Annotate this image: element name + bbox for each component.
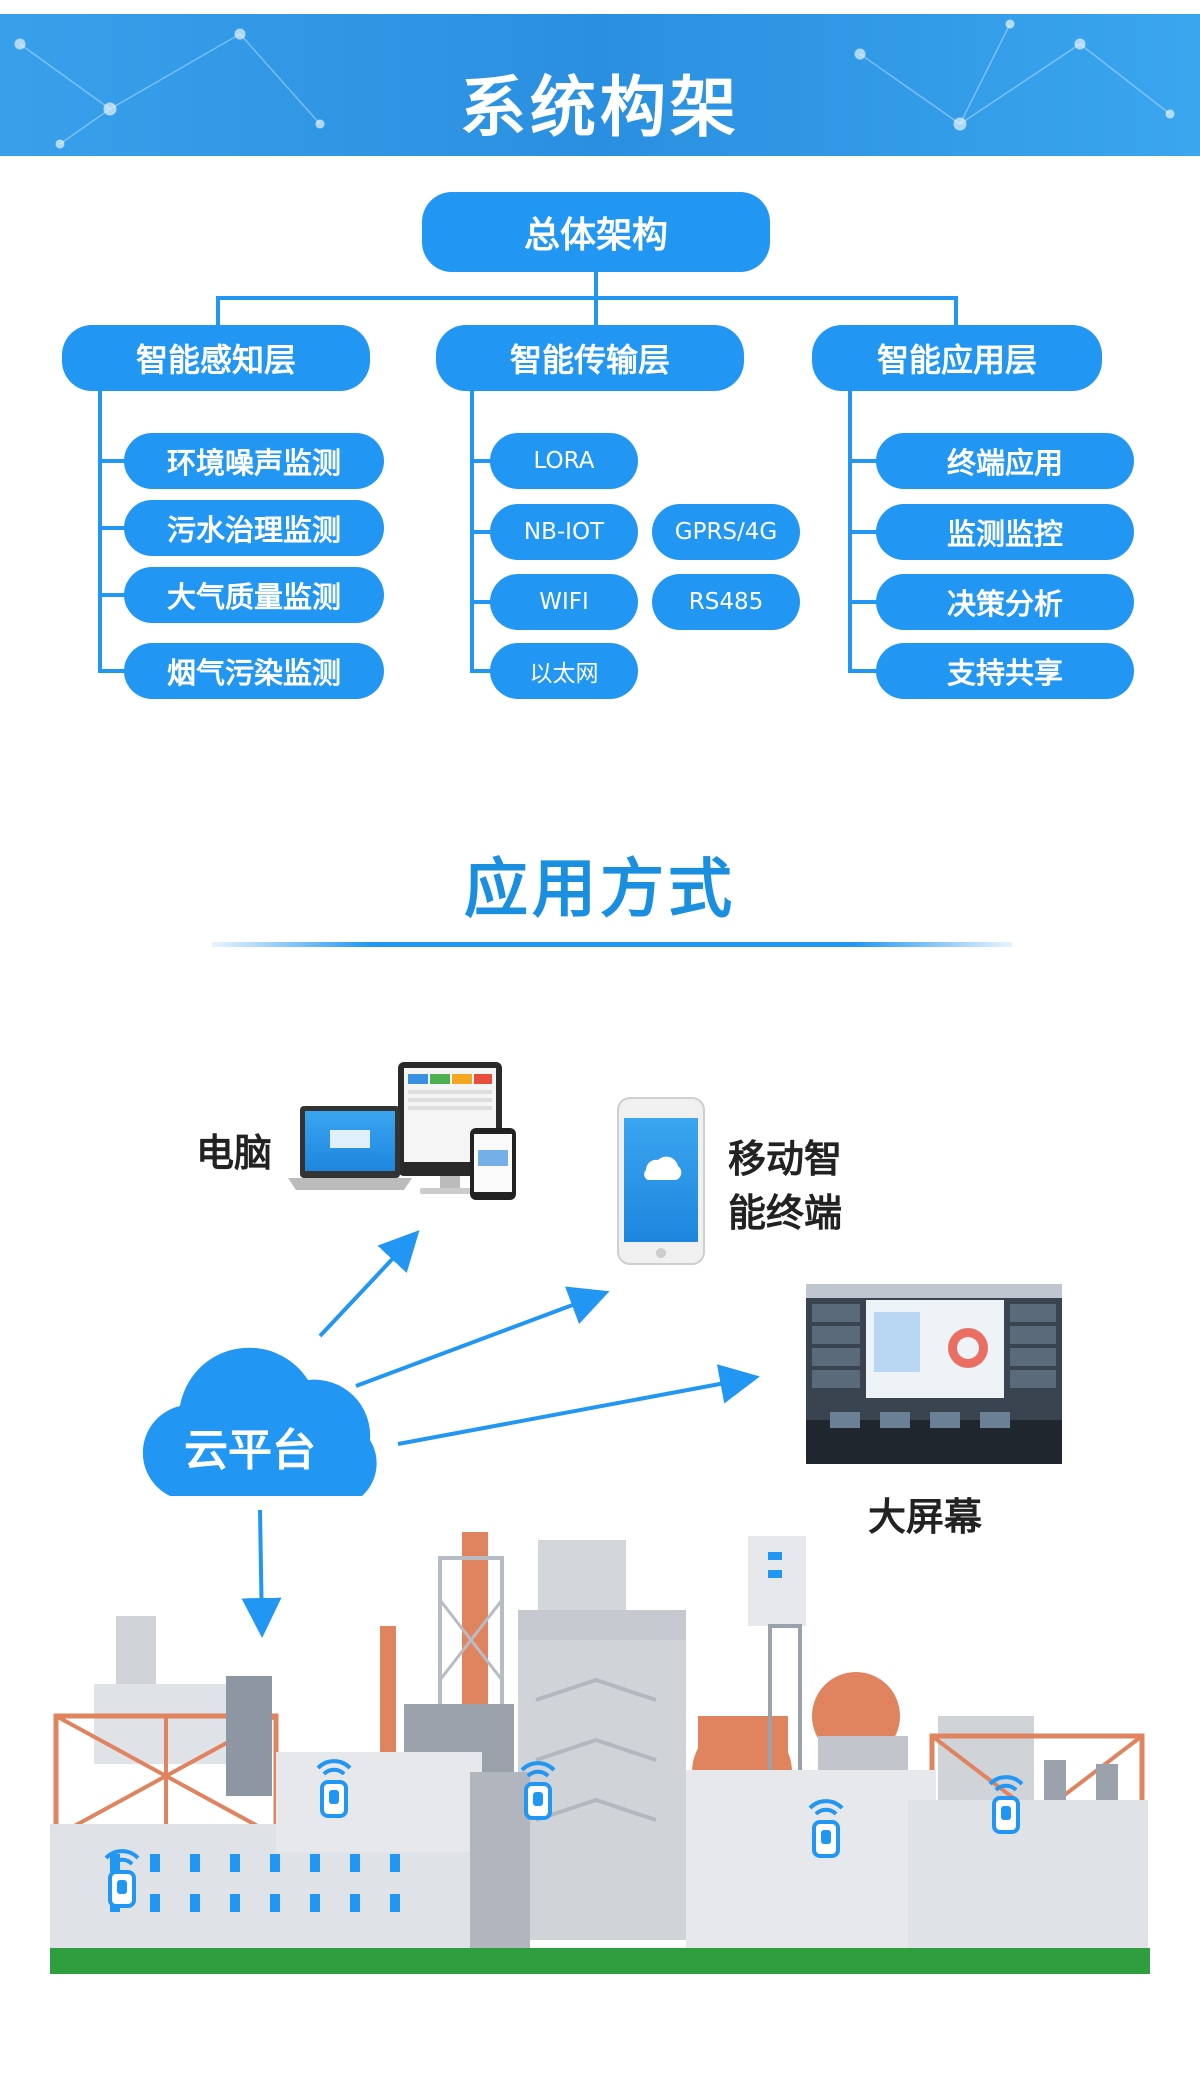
connector (216, 296, 956, 300)
arrow-to-mobile (355, 1286, 610, 1388)
item-lora: LORA (490, 433, 638, 489)
big-screen-photo-icon (806, 1284, 1062, 1464)
layer-perception: 智能感知层 (62, 325, 370, 391)
connector (594, 272, 598, 298)
arrow-to-factory (241, 1509, 282, 1638)
root-node: 总体架构 (422, 192, 770, 272)
connector (216, 296, 220, 326)
banner-title: 系统构架 (460, 69, 740, 146)
item-sewage: 污水治理监测 (124, 500, 384, 556)
arrow-to-computer (318, 1230, 420, 1338)
section-title-application: 应用方式 (464, 853, 736, 927)
item-decision: 决策分析 (876, 574, 1134, 630)
item-rs485: RS485 (652, 574, 800, 630)
cloud-label: 云平台 (184, 1425, 316, 1476)
item-terminal-app: 终端应用 (876, 433, 1134, 489)
sensor-icon-2 (316, 1759, 352, 1818)
mobile-label-line2: 能终端 (728, 1191, 843, 1235)
layer-application: 智能应用层 (812, 325, 1102, 391)
connector (848, 600, 878, 604)
item-wifi: WIFI (490, 574, 638, 630)
item-nbiot: NB-IOT (490, 504, 638, 560)
mobile-phone-icon (617, 1097, 705, 1265)
item-noise: 环境噪声监测 (124, 433, 384, 489)
connector (98, 391, 102, 673)
connector (470, 600, 492, 604)
item-monitoring: 监测监控 (876, 504, 1134, 560)
sensor-icon-3 (520, 1761, 556, 1820)
bigscreen-label: 大屏幕 (868, 1495, 983, 1539)
connector (98, 526, 126, 530)
cloud-icon (142, 1347, 377, 1496)
sensor-icons (104, 1759, 1024, 1908)
connector (470, 530, 492, 534)
item-gprs: GPRS/4G (652, 504, 800, 560)
computer-devices-icon (288, 1062, 516, 1200)
title-underline (212, 942, 1012, 947)
item-ethernet: 以太网 (490, 643, 638, 699)
connector (98, 669, 126, 673)
connector (98, 459, 126, 463)
network-pattern-decoration (14, 19, 1175, 149)
arrow-to-bigscreen (397, 1364, 760, 1446)
sensor-icon-1 (104, 1849, 140, 1908)
computer-label: 电脑 (196, 1131, 273, 1175)
sensor-icon-4 (808, 1799, 844, 1858)
sensor-icon-5 (988, 1775, 1024, 1834)
mobile-label-line1: 移动智 (728, 1137, 843, 1181)
connector (848, 669, 878, 673)
header-banner: 系统构架 (0, 14, 1200, 156)
connector (98, 593, 126, 597)
arrows (241, 1230, 760, 1638)
connector (470, 669, 492, 673)
connector (848, 459, 878, 463)
layer-transmission: 智能传输层 (436, 325, 744, 391)
item-air: 大气质量监测 (124, 567, 384, 623)
item-flue: 烟气污染监测 (124, 643, 384, 699)
connector (594, 296, 598, 326)
factory-illustration (50, 1532, 1150, 1974)
connector (848, 530, 878, 534)
item-sharing: 支持共享 (876, 643, 1134, 699)
connector (954, 296, 958, 326)
connector (470, 459, 492, 463)
